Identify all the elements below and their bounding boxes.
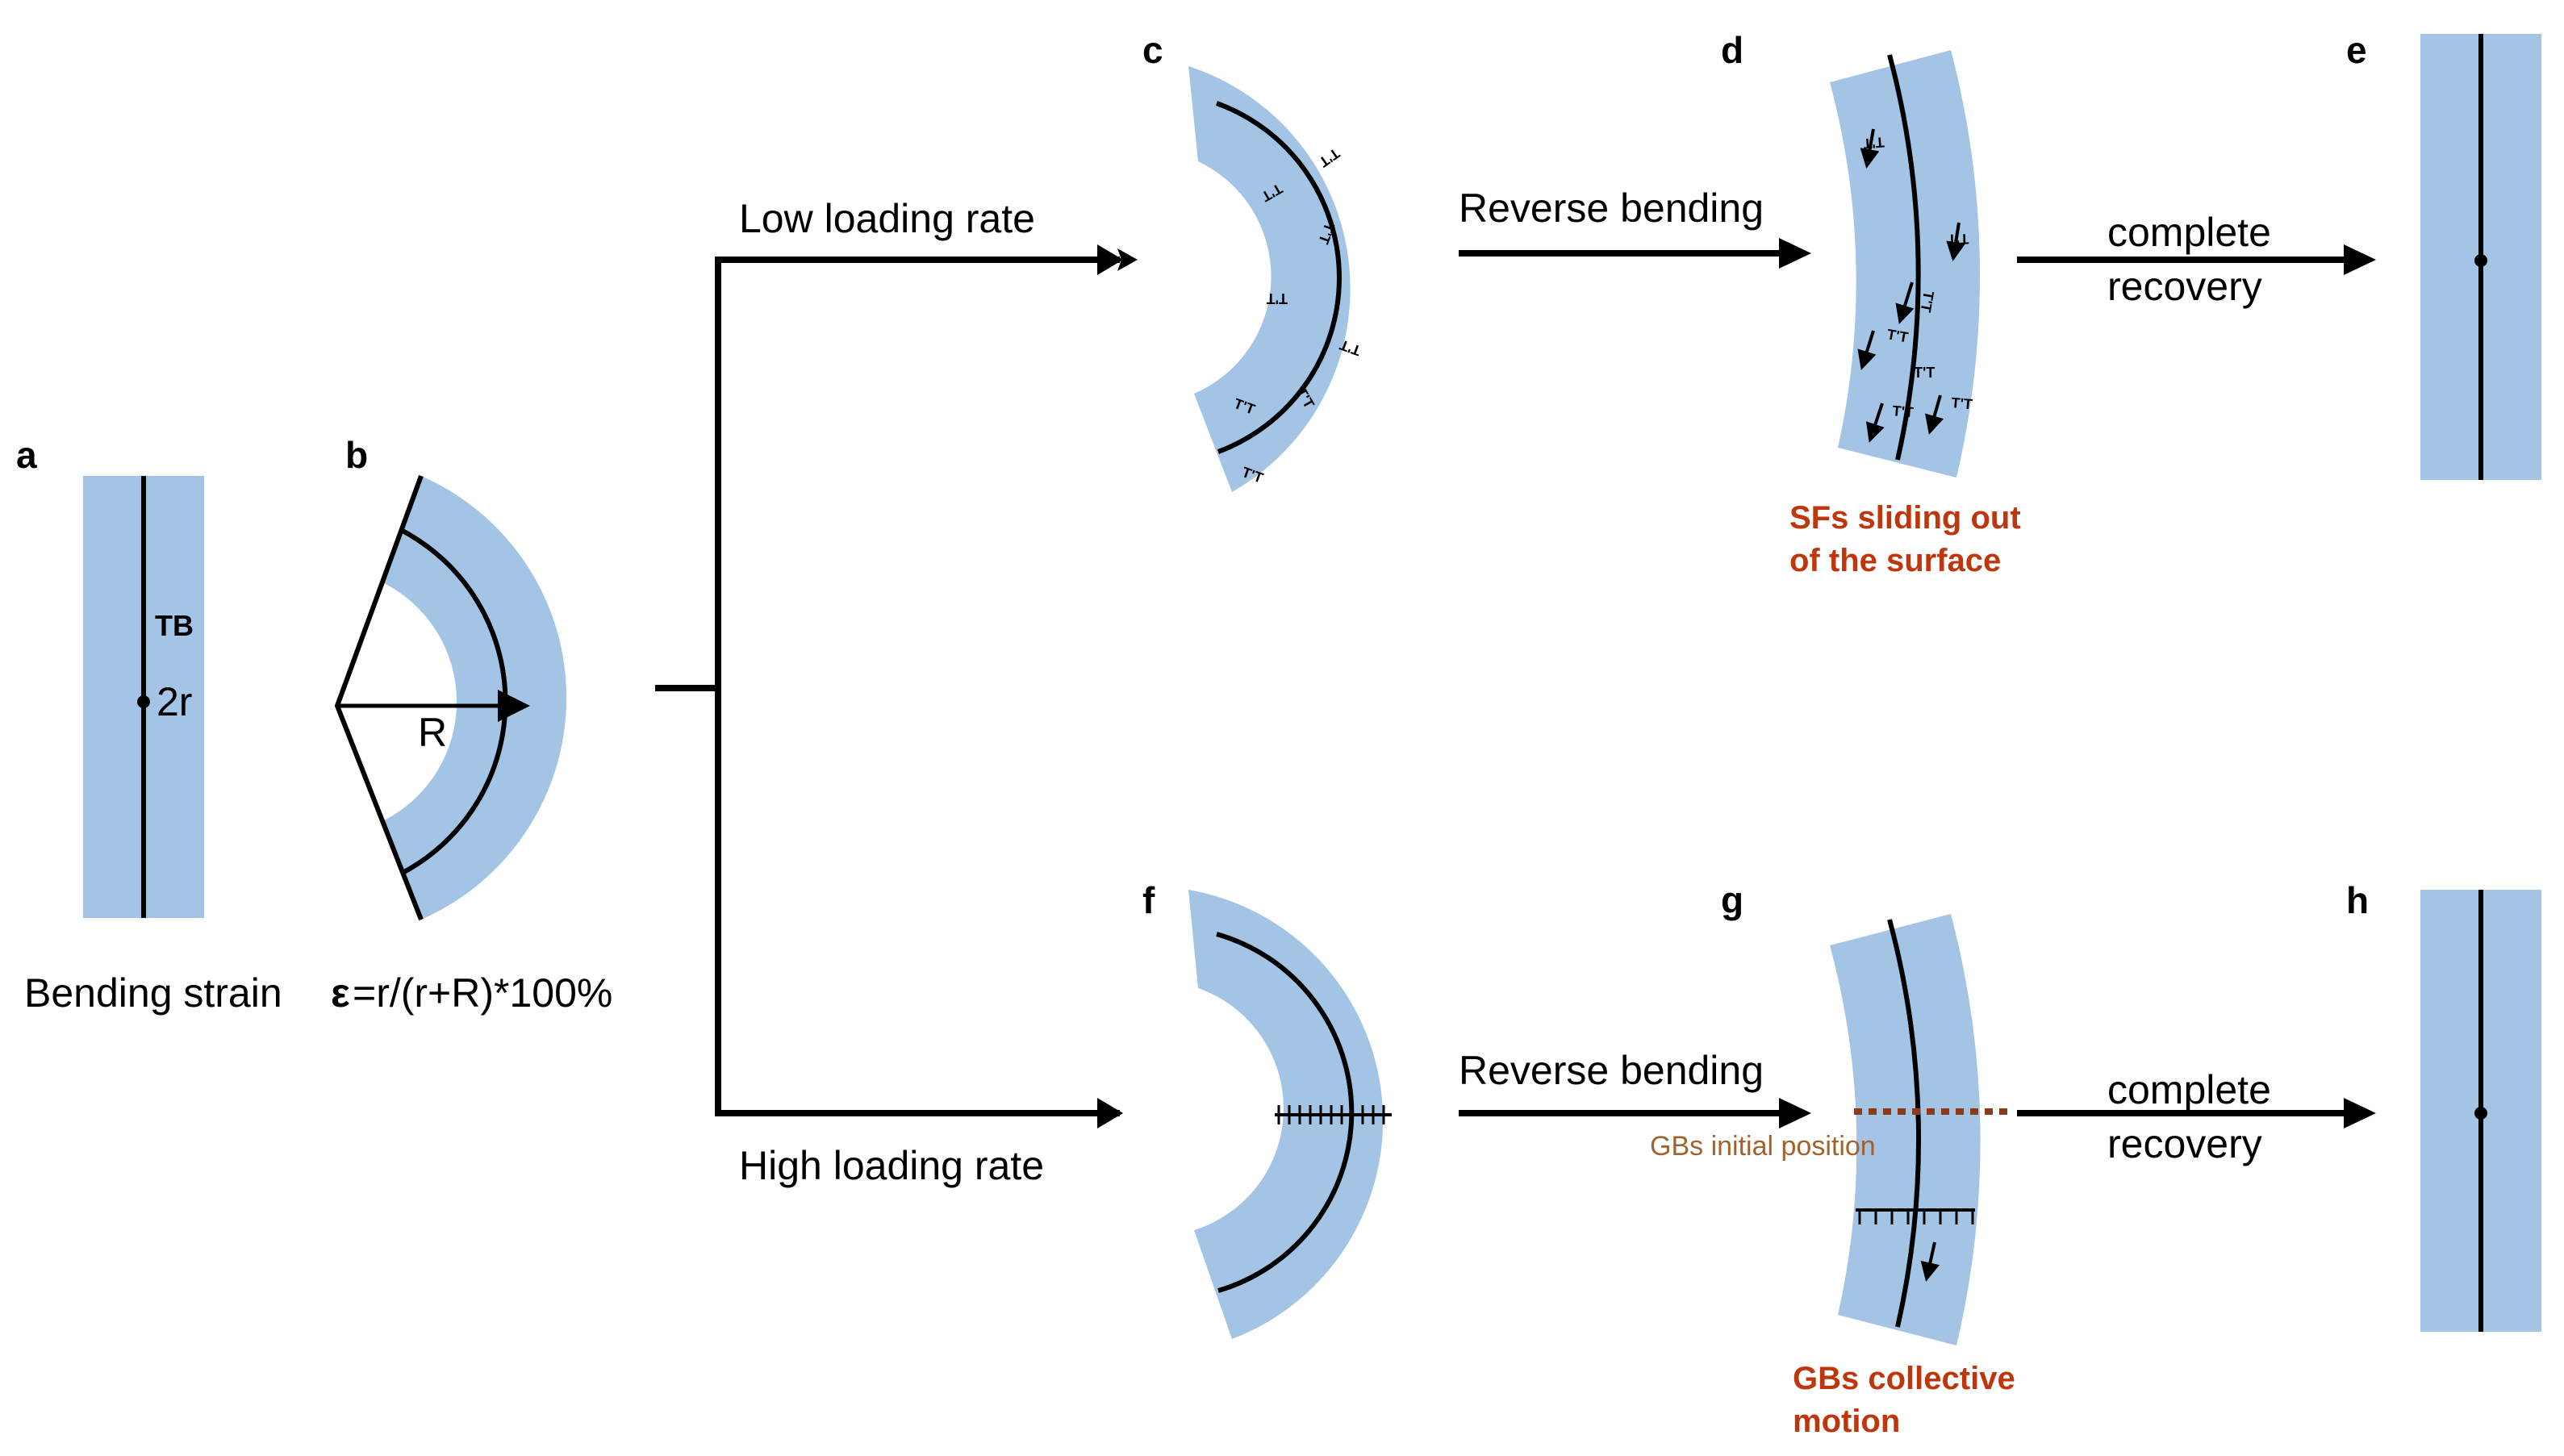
bent-nanowire-band: [384, 476, 567, 920]
twin-boundary-d: [1887, 54, 1921, 461]
dislocation-mark: T'T: [1948, 231, 1969, 248]
arrowhead-low-tip: [1097, 244, 1123, 275]
strain-formula-text: =r/(r+R)*100%: [353, 970, 612, 1016]
panel-g: g GBs initial position GBs collective mo…: [1650, 879, 2015, 1439]
high-rate-label: High loading rate: [739, 1143, 1044, 1188]
dislocation-mark: T'T: [1267, 290, 1288, 307]
panel-label-d: d: [1721, 29, 1743, 71]
strain-prefix: Bending strain: [24, 970, 282, 1016]
arrowhead-low: [1117, 248, 1138, 271]
panel-d: d T'T T'T T'T T'T T'T T'T T'T SFs slidin…: [1721, 29, 2021, 578]
dislocation-mark: T'T: [1917, 290, 1936, 313]
dislocation-mark: T'T: [1862, 134, 1885, 152]
center-dot: [137, 695, 150, 708]
reverse-bending-label-bottom: Reverse bending: [1459, 1048, 1764, 1093]
gb-caption-line1: GBs collective: [1793, 1361, 2015, 1396]
dislocation-mark: T'T: [1951, 394, 1973, 412]
panel-label-b: b: [345, 434, 368, 476]
tb-label: TB: [155, 609, 194, 642]
panel-e: e: [2346, 29, 2541, 480]
dislocation-mark: T'T: [1892, 403, 1915, 420]
branch-connector: Low loading rate High loading rate: [655, 196, 1138, 1188]
branch-fork: [715, 257, 1120, 1116]
panel-h: h: [2346, 879, 2541, 1332]
panel-label-f: f: [1142, 879, 1155, 921]
arrowhead: [1779, 238, 1811, 269]
complete-top-1: complete: [2107, 210, 2271, 255]
bent-band-g: [1830, 914, 1981, 1345]
panel-b: b R: [334, 434, 567, 921]
dislocation-mark: T'T: [1885, 326, 1909, 345]
complete-bottom-2: recovery: [2107, 1121, 2262, 1166]
center-dot-e: [2474, 254, 2487, 267]
dislocation-mark: T'T: [1316, 145, 1343, 170]
center-dot-h: [2474, 1107, 2487, 1120]
gb-initial-label: GBs initial position: [1650, 1131, 1876, 1162]
panel-a: a TB 2r: [16, 434, 204, 918]
reverse-bending-bottom: Reverse bending: [1459, 1048, 1811, 1129]
arrowhead-high-tip: [1097, 1098, 1123, 1129]
gb-ticks-f: [1277, 1105, 1385, 1124]
dislocation-mark: T'T: [1914, 365, 1935, 381]
low-rate-label: Low loading rate: [739, 196, 1035, 241]
gb-ticks-g: [1858, 1210, 1974, 1224]
arrowhead: [2344, 1098, 2376, 1129]
strain-formula: Bending strain ε =r/(r+R)*100%: [24, 970, 612, 1016]
panel-label-g: g: [1721, 879, 1743, 921]
sf-caption-line2: of the surface: [1789, 543, 2001, 578]
recovery-bottom: complete recovery: [2017, 1067, 2376, 1166]
panel-label-a: a: [16, 434, 37, 476]
panel-label-h: h: [2346, 879, 2369, 921]
arrowhead: [1779, 1098, 1811, 1129]
twin-boundary-g: [1887, 919, 1921, 1328]
panel-c: c T'T T'T T'T T'T T'T T'T T'T T'T: [1142, 29, 1363, 492]
radius-label: R: [418, 710, 447, 755]
sf-caption-line1: SFs sliding out: [1789, 500, 2021, 536]
reverse-bending-label-top: Reverse bending: [1459, 186, 1764, 231]
sf-arrows: [1857, 128, 1965, 443]
reverse-bending-top: Reverse bending: [1459, 186, 1811, 269]
panel-label-c: c: [1142, 29, 1163, 71]
panel-f: f: [1142, 879, 1392, 1339]
gb-motion-arrow: [1920, 1241, 1940, 1282]
recovery-top: complete recovery: [2017, 210, 2376, 309]
strain-epsilon: ε: [331, 970, 350, 1016]
twin-boundary-c: [1215, 101, 1342, 454]
arrowhead: [2344, 244, 2376, 275]
complete-top-2: recovery: [2107, 264, 2262, 309]
bent-band-c: [1188, 66, 1351, 492]
complete-bottom-1: complete: [2107, 1067, 2271, 1112]
two-r-label: 2r: [157, 679, 192, 724]
gb-caption-line2: motion: [1793, 1404, 1900, 1439]
panel-label-e: e: [2346, 29, 2367, 71]
